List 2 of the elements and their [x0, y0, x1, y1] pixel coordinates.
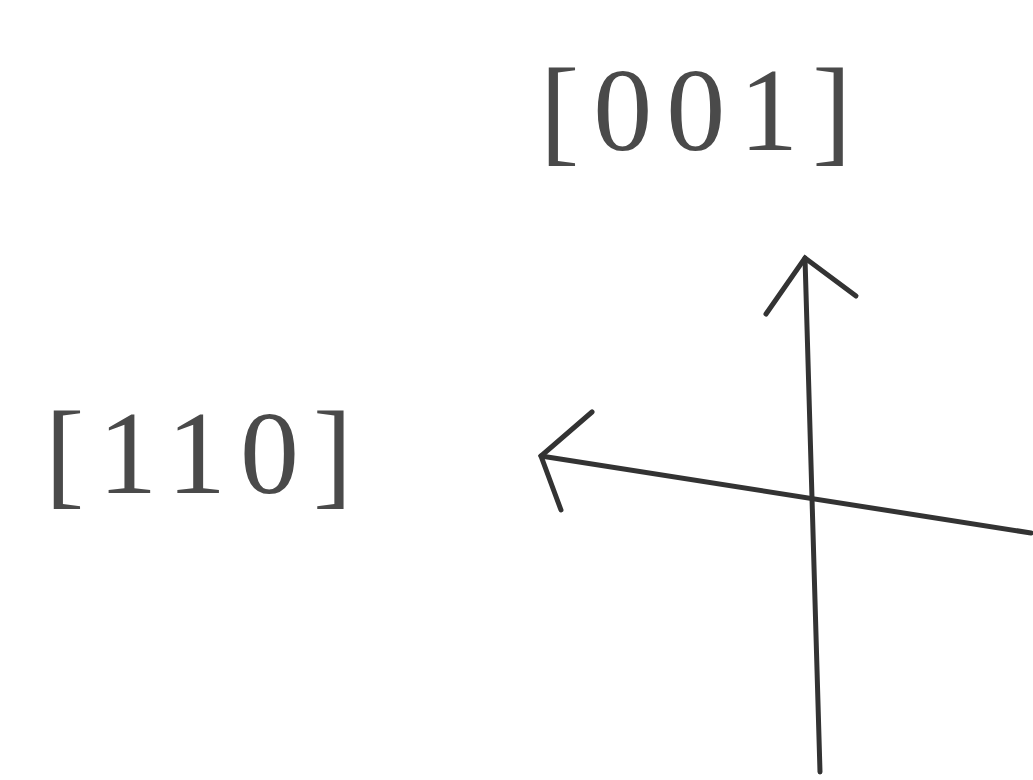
axis-label: [110]: [45, 395, 367, 513]
axis-label: [001]: [540, 52, 866, 170]
